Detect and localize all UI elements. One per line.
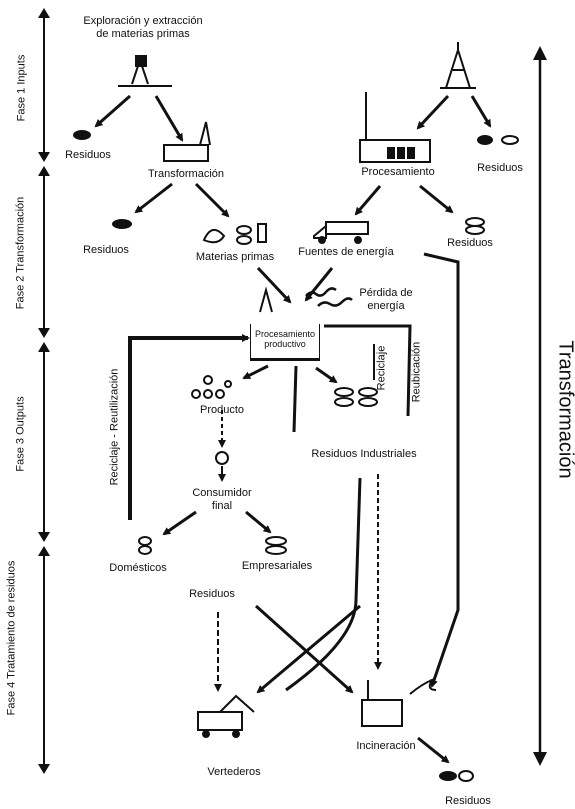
waste-label-6: Residuos	[445, 795, 491, 807]
waste-label-5: Residuos	[189, 588, 235, 600]
energy-loss-label: Pérdida de energía	[359, 287, 413, 312]
raw-materials-icon	[202, 223, 267, 245]
oil-rig-icon	[440, 42, 476, 89]
phase-2-label: Fase 2 Transformación	[14, 196, 27, 310]
landfill-icon	[197, 694, 255, 738]
productive-processing-box: Procesamiento productivo	[250, 324, 320, 361]
phase-4-label: Fase 4 Tratamiento de residuos	[5, 560, 18, 716]
household-label: Domésticos	[109, 562, 167, 574]
factory-icon	[163, 92, 431, 727]
product-label: Producto	[199, 404, 245, 416]
energy-sources-label: Fuentes de energía	[298, 246, 394, 258]
mine-icon	[118, 55, 172, 87]
phase-3-label: Fase 3 Outputs	[14, 396, 27, 472]
final-consumer-label: Consumidor final	[192, 487, 252, 512]
processing-label: Procesamiento	[361, 166, 435, 178]
incineration-label: Incineración	[356, 740, 416, 752]
waste-pile-icon	[73, 130, 493, 781]
waste-label-4: Residuos	[447, 237, 493, 249]
landfill-label: Vertederos	[207, 766, 261, 778]
truck-icon	[313, 221, 369, 244]
raw-materials-label: Materias primas	[195, 251, 275, 263]
transformation-label: Transformación	[147, 168, 225, 180]
product-icon	[191, 375, 232, 465]
waste-label-3: Residuos	[477, 162, 523, 174]
transformation-axis	[533, 46, 547, 766]
household-icon	[138, 536, 152, 555]
transformation-axis-label: Transformación	[554, 340, 575, 479]
phase-axis-arrowheads	[38, 8, 50, 774]
relocation-label: Reubicación	[410, 341, 423, 403]
waste-label-2: Residuos	[83, 244, 129, 256]
phase-1-label: Fase 1 Inputs	[15, 54, 28, 122]
exploration-label: Exploración y extracción de materias pri…	[83, 15, 203, 40]
recycling-label: Reciclaje	[375, 345, 388, 391]
industrial-waste-label: Residuos Industriales	[311, 448, 417, 460]
recycling-reuse-label: Reciclaje - Reutilización	[108, 368, 121, 486]
waste-label-1: Residuos	[65, 149, 111, 161]
barrel-icon	[265, 135, 519, 782]
flow-arrows	[94, 94, 492, 764]
business-label: Empresariales	[241, 560, 313, 572]
